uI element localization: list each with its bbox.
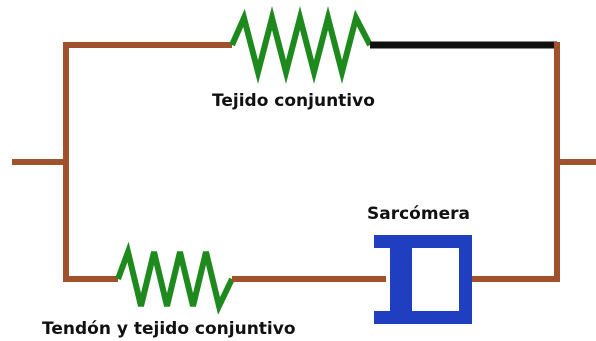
bottom-spring <box>115 241 235 315</box>
bottom-spring-label: Tendón y tejido conjuntivo <box>42 319 296 339</box>
sarcomere-label: Sarcómera <box>367 204 470 224</box>
top-spring <box>229 6 373 84</box>
top-spring-label: Tejido conjuntivo <box>212 91 375 111</box>
sarcomere-icon <box>374 235 472 324</box>
